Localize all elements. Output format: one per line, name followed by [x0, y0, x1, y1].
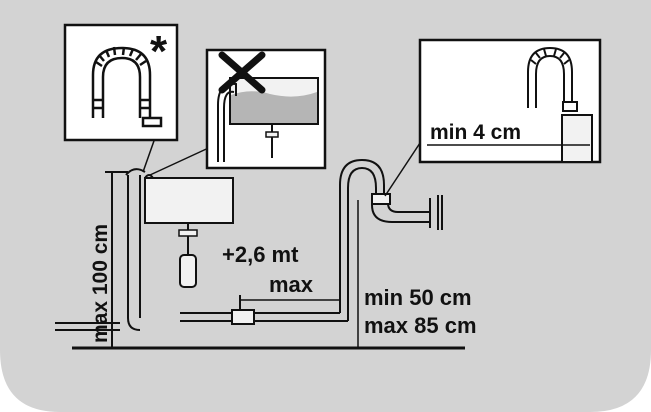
extension-label: +2,6 mt: [222, 242, 299, 267]
asterisk-mark: *: [150, 27, 168, 76]
u-shaped-hose-icon: [91, 46, 163, 128]
extension-dimension: [239, 295, 340, 310]
callout-line-right: [384, 142, 421, 197]
siphon-trap: [371, 193, 443, 230]
cistern-tank: [144, 174, 234, 288]
extension-max-label: max: [269, 272, 314, 297]
cross-mark-icon: [218, 51, 266, 94]
callout-line-left: [142, 137, 156, 173]
u-shaped-hose-icon-small: [527, 46, 578, 112]
height-dimension-left: [105, 171, 128, 348]
riser-hose: [339, 158, 385, 321]
inset-hose-asterisk: *: [63, 23, 179, 142]
standpipe: [561, 114, 593, 163]
max-height-right-label: max 85 cm: [364, 313, 477, 338]
inset-min-gap: min 4 cm: [418, 38, 602, 164]
min-height-label: min 50 cm: [364, 285, 472, 310]
floor-hose: [180, 309, 348, 325]
max-height-label: max 100 cm: [89, 224, 112, 343]
callout-line-middle: [149, 144, 216, 176]
min-gap-label: min 4 cm: [430, 121, 521, 144]
wall-pipe-stub: [55, 322, 120, 331]
inset-forbidden: [205, 48, 327, 170]
water-level: [231, 91, 317, 123]
